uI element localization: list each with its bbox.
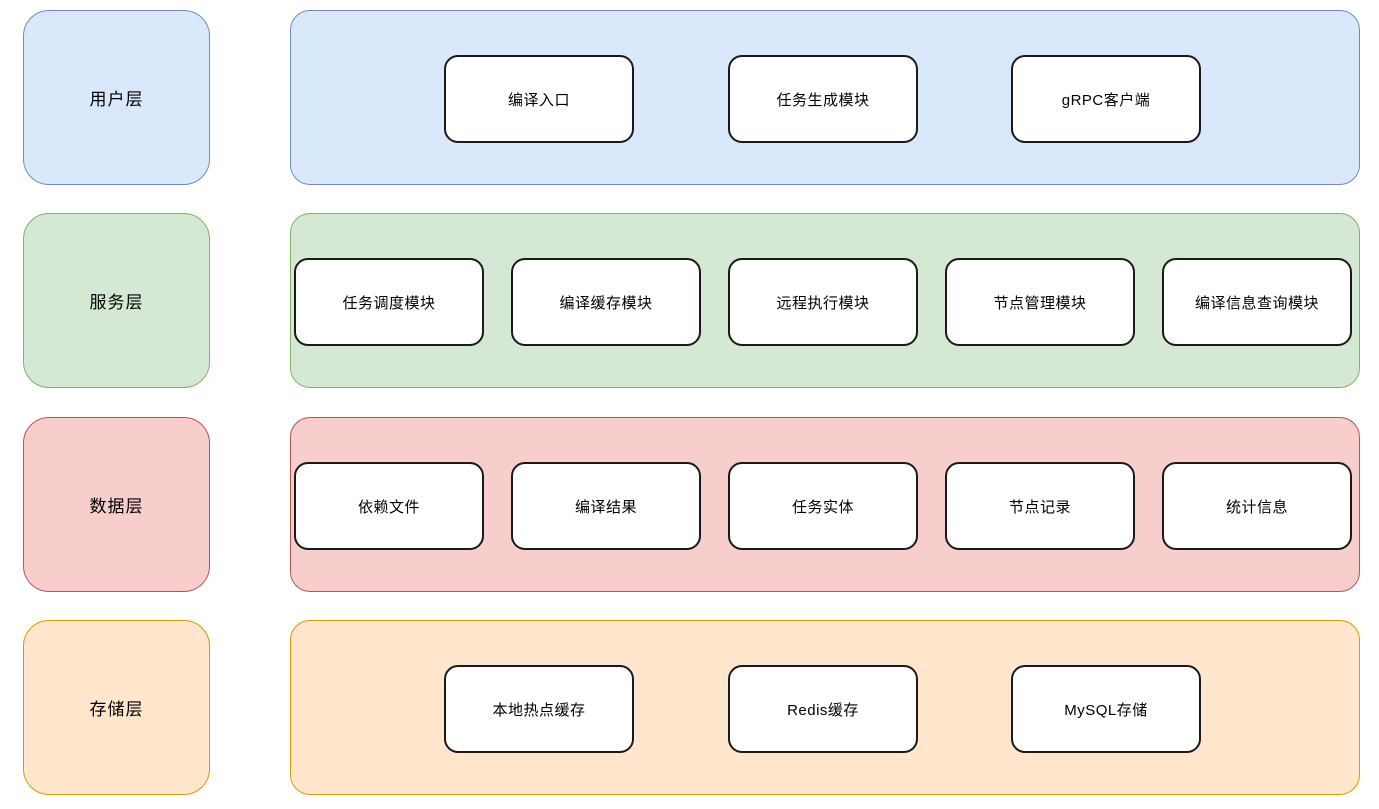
module-node: 远程执行模块	[728, 258, 918, 346]
layer-label-service-layer: 服务层	[23, 213, 210, 388]
module-node: Redis缓存	[728, 665, 918, 753]
module-node-label: MySQL存储	[1064, 701, 1148, 719]
module-node-label: 任务实体	[791, 498, 854, 516]
module-node-label: 节点管理模块	[993, 294, 1087, 312]
module-node: 依赖文件	[294, 462, 484, 550]
layer-label-text: 服务层	[89, 293, 144, 312]
module-node: gRPC客户端	[1011, 55, 1201, 143]
layer-label-user-layer: 用户层	[23, 10, 210, 185]
module-node-label: 本地热点缓存	[492, 701, 586, 719]
module-node-label: 依赖文件	[357, 498, 420, 516]
module-node-label: 节点记录	[1008, 498, 1071, 516]
layer-label-text: 存储层	[89, 700, 144, 719]
layer-label-data-layer: 数据层	[23, 417, 210, 592]
module-node-label: 统计信息	[1225, 498, 1288, 516]
module-node-label: Redis缓存	[787, 701, 859, 719]
module-node: 节点记录	[945, 462, 1135, 550]
layer-container-service-layer: 任务调度模块 编译缓存模块 远程执行模块 节点管理模块 编译信息查询模块	[290, 213, 1360, 388]
module-node-label: 编译缓存模块	[559, 294, 653, 312]
layer-label-text: 用户层	[89, 90, 144, 109]
module-node: 统计信息	[1162, 462, 1352, 550]
layer-container-storage-layer: 本地热点缓存 Redis缓存 MySQL存储	[290, 620, 1360, 795]
module-node-label: 编译入口	[507, 91, 570, 109]
module-node-label: 任务生成模块	[776, 91, 870, 109]
layer-container-user-layer: 编译入口 任务生成模块 gRPC客户端	[290, 10, 1360, 185]
module-node: 编译结果	[511, 462, 701, 550]
module-node: 任务生成模块	[728, 55, 918, 143]
module-node-label: 编译结果	[574, 498, 637, 516]
module-node: 节点管理模块	[945, 258, 1135, 346]
module-node: 编译入口	[444, 55, 634, 143]
module-node-label: 任务调度模块	[342, 294, 436, 312]
module-node-label: 编译信息查询模块	[1194, 294, 1319, 312]
module-node: MySQL存储	[1011, 665, 1201, 753]
module-node: 编译信息查询模块	[1162, 258, 1352, 346]
module-node: 任务调度模块	[294, 258, 484, 346]
layer-label-storage-layer: 存储层	[23, 620, 210, 795]
layer-label-text: 数据层	[89, 497, 144, 516]
module-node: 任务实体	[728, 462, 918, 550]
module-node-label: 远程执行模块	[776, 294, 870, 312]
module-node-label: gRPC客户端	[1061, 91, 1151, 109]
layer-container-data-layer: 依赖文件 编译结果 任务实体 节点记录 统计信息	[290, 417, 1360, 592]
module-node: 本地热点缓存	[444, 665, 634, 753]
module-node: 编译缓存模块	[511, 258, 701, 346]
